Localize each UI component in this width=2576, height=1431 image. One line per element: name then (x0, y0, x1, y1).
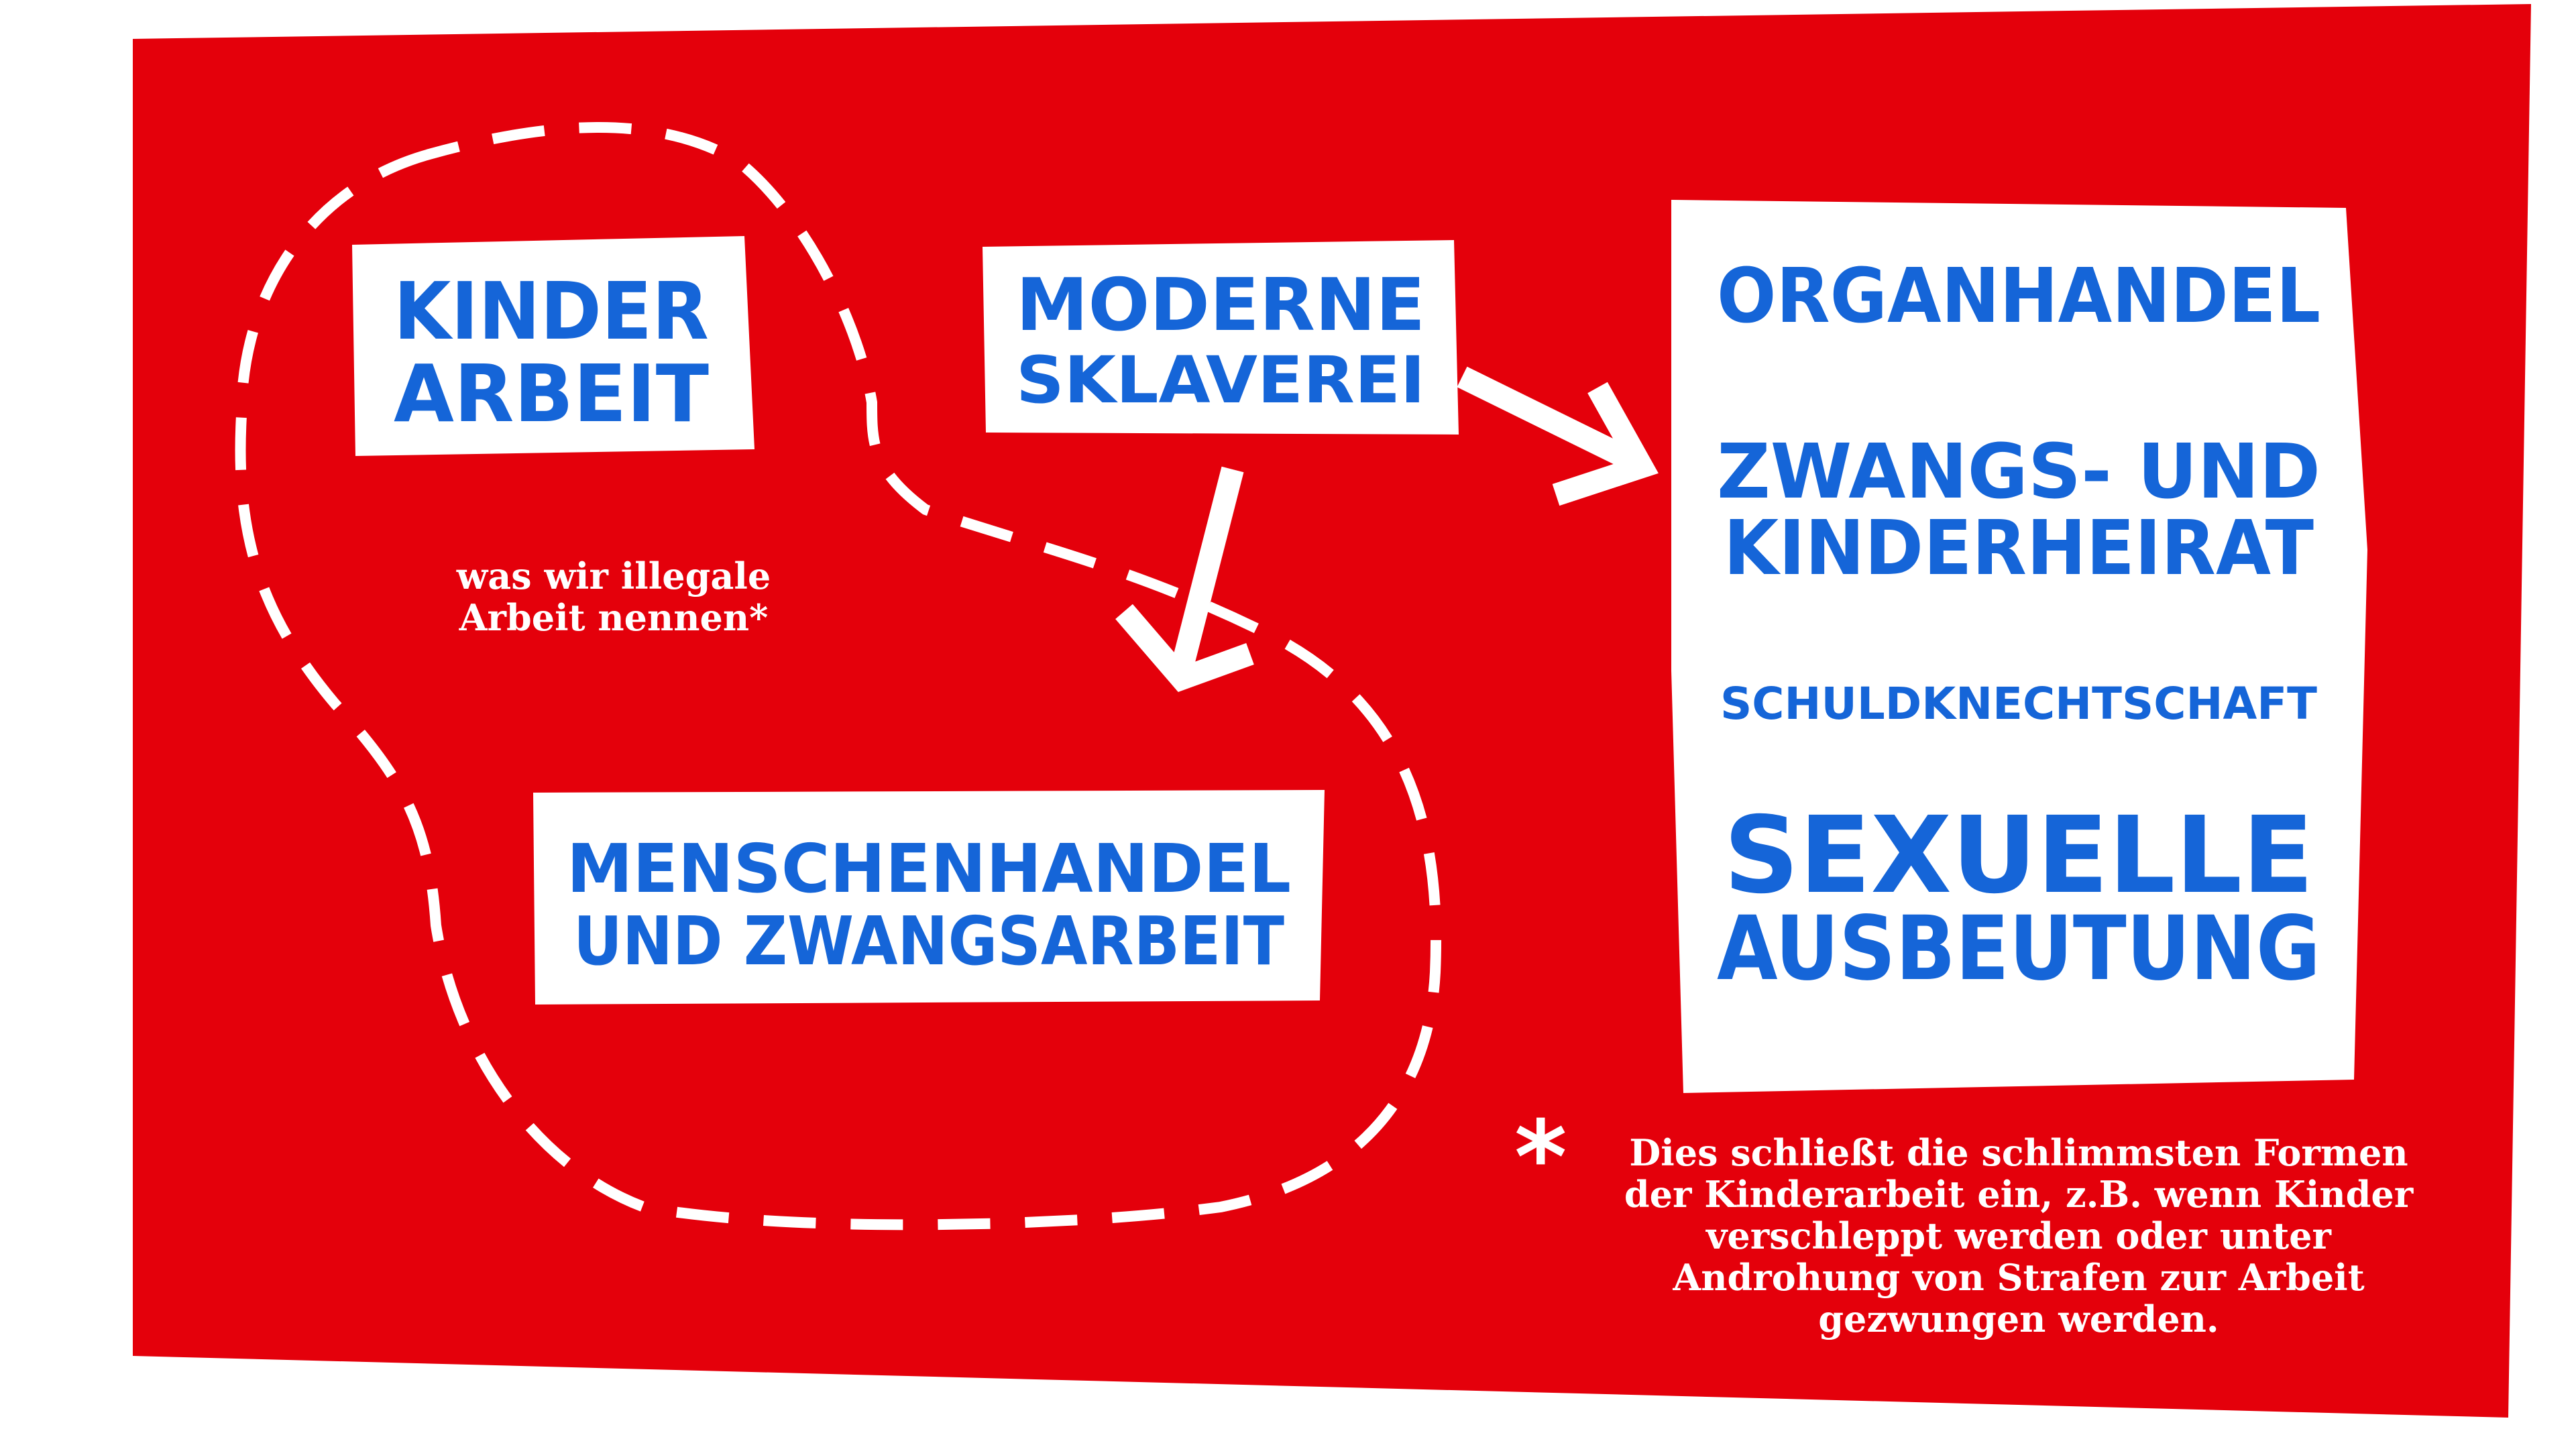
menschenhandel-label-line2: UND ZWANGSARBEIT (573, 902, 1284, 980)
menschenhandel-card: MENSCHENHANDEL UND ZWANGSARBEIT (533, 790, 1325, 1005)
illegal-work-note: was wir illegale Arbeit nennen* (456, 555, 771, 639)
footnote-line4: Androhung von Strafen zur Arbeit (1672, 1256, 2364, 1299)
sklaverei-label-line1: MODERNE (1016, 264, 1425, 347)
sexuelle-label-line1: SEXUELLE (1724, 794, 2314, 917)
menschenhandel-label-line1: MENSCHENHANDEL (567, 829, 1291, 908)
forms-card: ORGANHANDEL ZWANGS- UND KINDERHEIRAT SCH… (1671, 200, 2367, 1093)
sklaverei-label-line2: SKLAVEREI (1016, 343, 1425, 418)
illegal-work-note-line2: Arbeit nennen* (459, 596, 769, 639)
footnote-asterisk: * (1514, 1100, 1567, 1216)
schuldknechtschaft-label: SCHULDKNECHTSCHAFT (1720, 678, 2317, 730)
kinderarbeit-card: KINDER ARBEIT (352, 236, 754, 456)
footnote: * Dies schließt die schlimmsten Formen d… (1514, 1100, 2414, 1340)
kinderarbeit-label-line1: KINDER (394, 265, 709, 357)
arrow-down-icon (1115, 466, 1254, 692)
arrow-right-icon (1457, 366, 1659, 506)
footnote-line3: verschleppt werden oder unter (1705, 1214, 2332, 1257)
organhandel-label: ORGANHANDEL (1717, 253, 2320, 340)
footnote-line1: Dies schließt die schlimmsten Formen (1629, 1131, 2408, 1174)
footnote-line5: gezwungen werden. (1818, 1298, 2219, 1340)
zwangsheirat-label-line2: KINDERHEIRAT (1724, 505, 2314, 592)
illegal-work-note-line1: was wir illegale (456, 555, 771, 597)
zwangsheirat-label-line1: ZWANGS- UND (1717, 428, 2320, 516)
sklaverei-card: MODERNE SKLAVEREI (983, 240, 1459, 435)
kinderarbeit-label-line2: ARBEIT (394, 347, 709, 440)
ausbeutung-label-line2: AUSBEUTUNG (1717, 897, 2320, 1000)
footnote-line2: der Kinderarbeit ein, z.B. wenn Kinder (1624, 1173, 2414, 1216)
dashed-outline-region (235, 122, 1442, 1230)
